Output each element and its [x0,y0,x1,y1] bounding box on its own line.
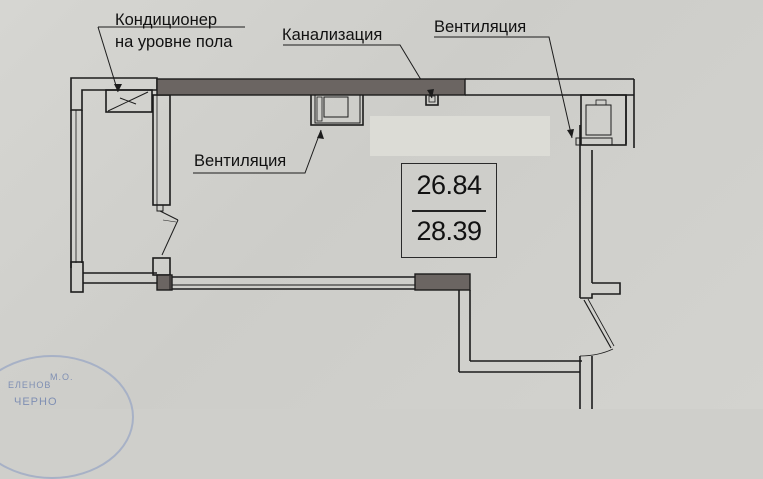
redacted-region [370,116,550,156]
total-area-value: 28.39 [416,216,482,246]
living-area-value: 26.84 [416,170,482,200]
ac-niche [105,89,153,113]
bottom-left-wall [70,261,84,293]
top-load-wall [156,78,466,96]
ventilation-shaft-center [310,92,364,126]
ac-label-line1: Кондиционер [115,11,218,29]
left-pillar [152,94,171,206]
ventilation-label-left: Вентиляция [194,152,287,170]
floor-plan-drawing [70,26,635,409]
stamp-text-mid: ЕЛЕНОВ [8,380,52,390]
bottom-right-wall-segment [414,273,471,291]
ac-label-line2: на уровне пола [115,33,233,51]
area-box: 26.84 28.39 [401,163,497,258]
sewer-label: Канализация [282,26,383,44]
stamp-text-bottom: ЧЕРНО [14,396,58,408]
ventilation-label-right: Вентиляция [434,18,527,36]
paper-background [0,0,763,409]
stamp-text-top: М.О. [50,372,74,382]
area-divider [412,210,486,212]
